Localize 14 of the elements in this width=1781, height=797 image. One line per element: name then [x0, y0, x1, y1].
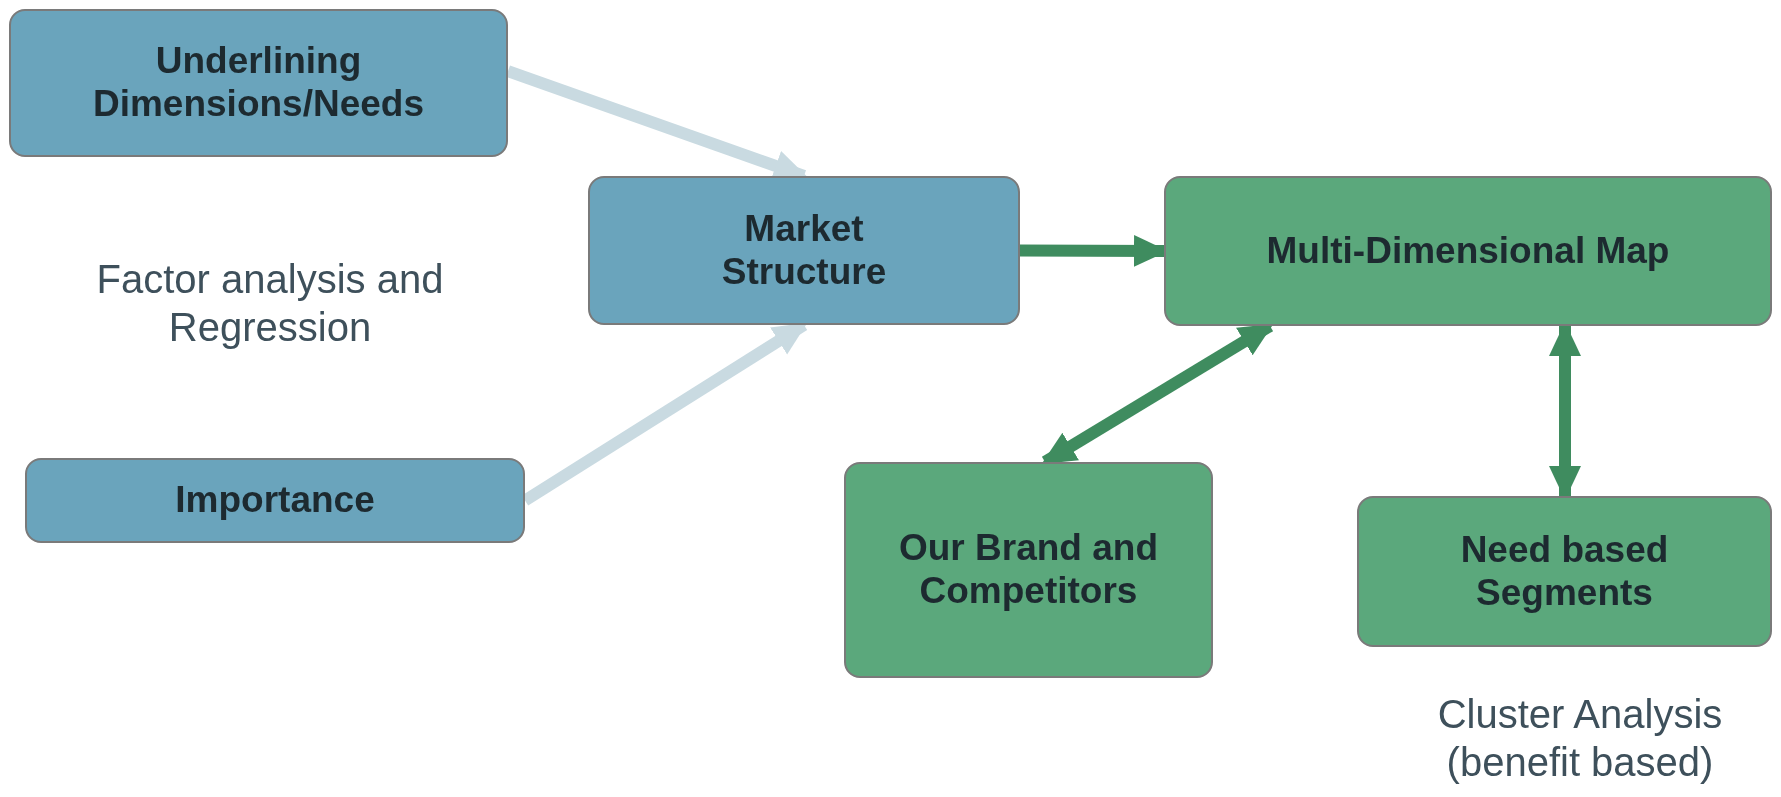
- method-note: Factor analysis and Regression: [95, 256, 445, 351]
- box-label: Market Structure: [720, 207, 888, 294]
- process-box: [1357, 496, 1772, 647]
- box-label: Multi-Dimensional Map: [1266, 229, 1670, 273]
- process-box: [9, 9, 508, 157]
- box-label: Need based Segments: [1459, 528, 1670, 615]
- process-box: [25, 458, 525, 543]
- process-box: [844, 462, 1213, 678]
- box-label: Underlining Dimensions/Needs: [91, 40, 426, 126]
- process-box: [1164, 176, 1772, 326]
- box-label: Importance: [175, 479, 375, 522]
- process-box: [588, 176, 1020, 325]
- box-label: Our Brand and Competitors: [898, 527, 1159, 613]
- method-note: Cluster Analysis (benefit based): [1436, 691, 1724, 786]
